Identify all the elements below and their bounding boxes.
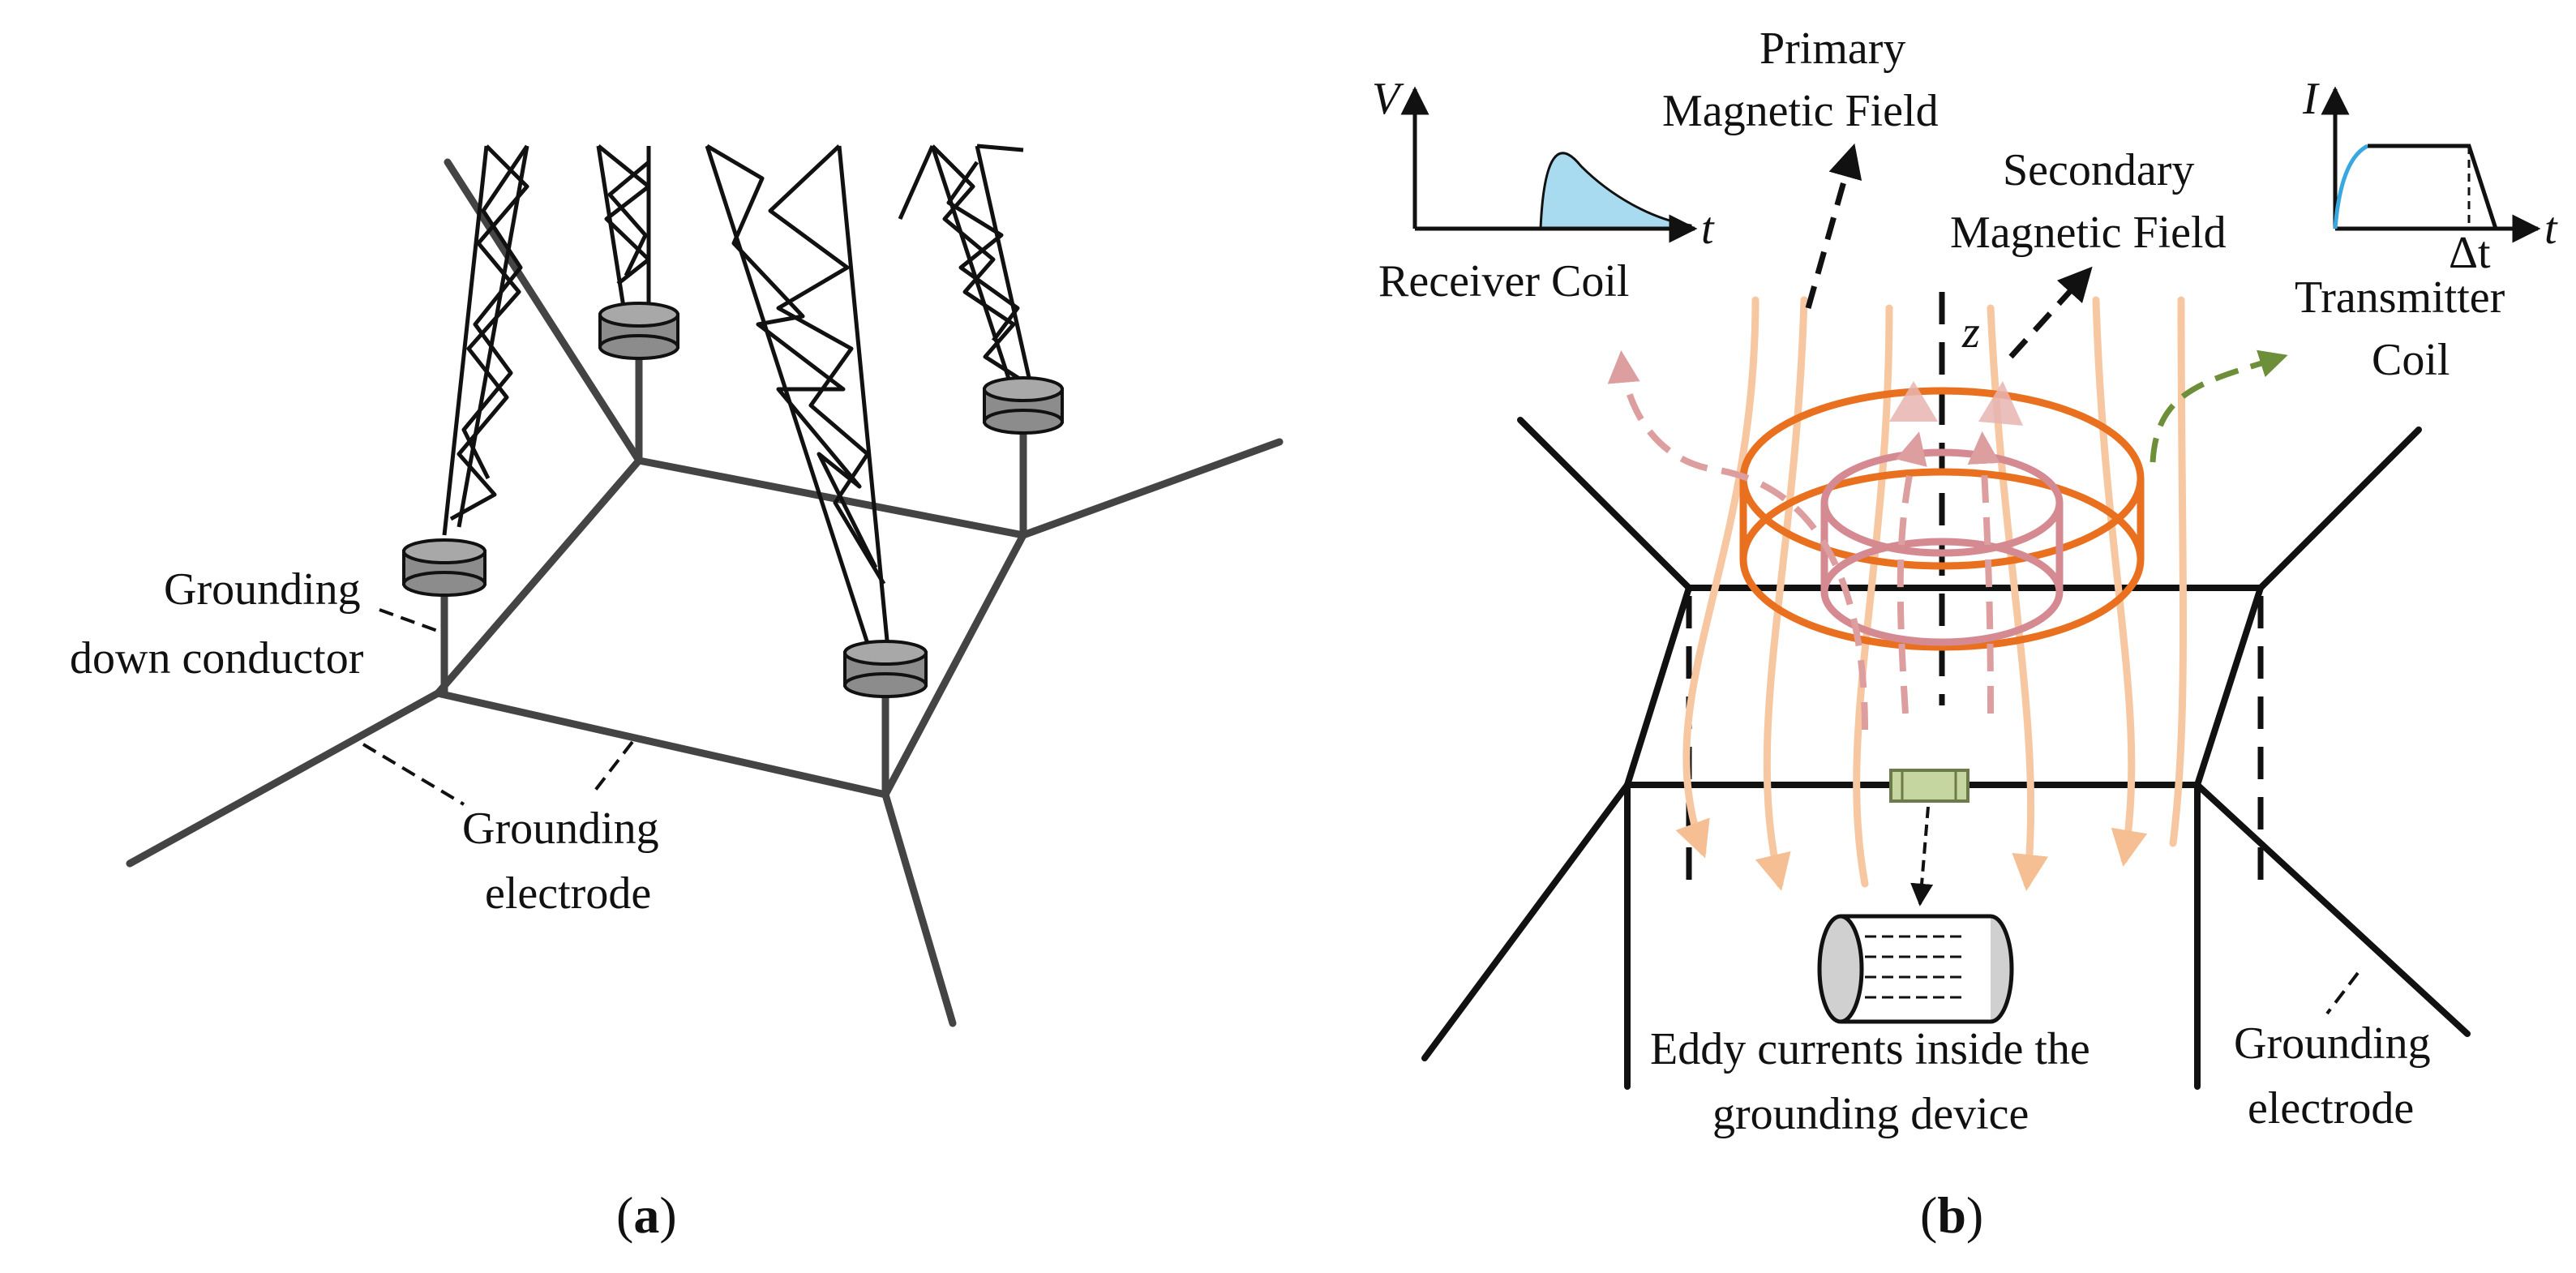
transmitter-x-label: t (2544, 204, 2558, 254)
label-electrode-b-line2: electrode (2248, 1083, 2414, 1134)
transmitter-field-arrow (2150, 349, 2288, 463)
transmitter-delta-t: Δt (2449, 228, 2491, 278)
label-primary-line2: Magnetic Field (1662, 86, 1939, 136)
receiver-y-label: V (1372, 74, 1404, 124)
label-receiver-coil: Receiver Coil (1378, 256, 1629, 306)
tower-lattice (442, 144, 1032, 649)
insulator-2 (983, 376, 1064, 435)
transmitter-waveform (2368, 144, 2498, 229)
label-electrode-line2: electrode (485, 868, 651, 919)
label-primary-line1: Primary (1759, 24, 1905, 74)
primary-field-arrow (1805, 143, 1862, 309)
insulator-1 (598, 302, 679, 360)
label-transmitter-line1: Transmitter (2295, 272, 2505, 323)
panel-b: V t I t Δt Primary Magnetic Field Second… (1372, 24, 2558, 1244)
caption-a: (a) (616, 1186, 677, 1244)
leader-lines-a (362, 608, 634, 806)
insulator-3 (402, 538, 486, 597)
label-eddy-line2: grounding device (1712, 1089, 2029, 1139)
label-electrode-line1: Grounding (462, 804, 659, 854)
caption-b-open: ( (1920, 1186, 1937, 1244)
label-electrode-b-line1: Grounding (2234, 1018, 2431, 1069)
eddy-current-cylinder (1817, 914, 2014, 1024)
field-lines (1675, 296, 2187, 891)
receiver-x-label: t (1701, 204, 1715, 254)
insulator-4 (843, 640, 928, 698)
caption-a-open: ( (616, 1186, 633, 1244)
receiver-coil (1820, 448, 2064, 646)
secondary-field-arrowheads (1889, 381, 2023, 426)
insulators (402, 302, 1064, 698)
receiver-plot: V t (1372, 74, 1715, 254)
caption-b-letter: b (1937, 1186, 1966, 1244)
frame-dashed-verticals (1686, 292, 2264, 880)
caption-b: (b) (1920, 1186, 1983, 1244)
label-down-conductor-line2: down conductor (70, 633, 364, 684)
label-secondary-line1: Secondary (2003, 145, 2194, 195)
down-conductors (440, 345, 1027, 795)
secondary-field-arrows (1607, 350, 2000, 731)
transmitter-y-label: I (2302, 74, 2320, 124)
transmitter-ramp-up (2333, 144, 2369, 229)
panel-a: Grounding down conductor Grounding elect… (70, 144, 1284, 1244)
grounding-frame (1421, 417, 2471, 1090)
sensor-leader (1910, 806, 1934, 907)
caption-a-letter: a (633, 1186, 659, 1244)
secondary-field-arrow (2008, 266, 2093, 359)
leader-electrode-b (2325, 971, 2360, 1015)
label-down-conductor-line1: Grounding (164, 564, 361, 615)
sensor-block (1889, 769, 1970, 803)
label-z-axis: z (1961, 307, 1980, 358)
caption-b-close: ) (1966, 1186, 1983, 1244)
receiver-decay-curve (1539, 152, 1692, 230)
caption-a-close: ) (659, 1186, 676, 1244)
transmitter-plot: I t Δt (2302, 74, 2558, 278)
label-eddy-line1: Eddy currents inside the (1650, 1024, 2090, 1074)
label-transmitter-line2: Coil (2372, 335, 2450, 385)
label-secondary-line2: Magnetic Field (1950, 208, 2227, 258)
